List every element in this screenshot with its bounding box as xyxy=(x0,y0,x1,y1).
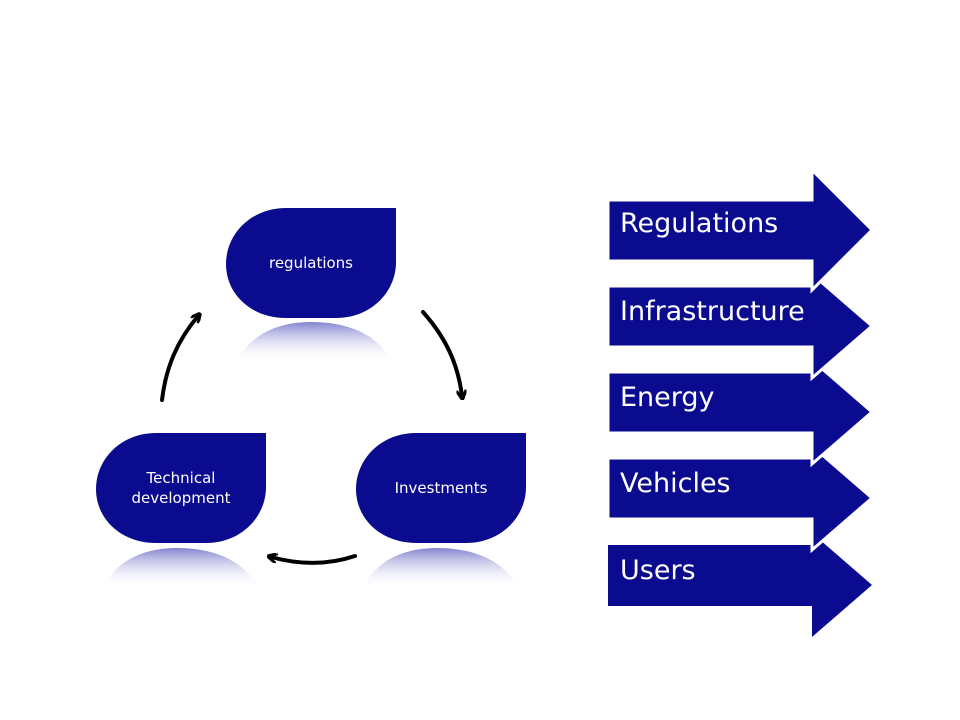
stack-arrow-regulations xyxy=(606,166,875,294)
cycle-arrow-technical-to-regulations xyxy=(160,316,198,402)
cycle-arrow-regulations-to-investments xyxy=(421,310,462,396)
cycle-arrow-investments-to-technical xyxy=(271,556,357,565)
stack-label-infrastructure: Infrastructure xyxy=(620,296,805,327)
cycle-label-regulations: regulations xyxy=(268,254,353,272)
cycle-node-investments xyxy=(356,433,526,588)
cycle-label-technical-development: Technical development xyxy=(131,469,231,507)
cycle-label-investments: Investments xyxy=(394,479,488,497)
cycle-node-regulations xyxy=(226,208,396,362)
stack-arrow-users xyxy=(608,533,872,637)
stack-label-regulations: Regulations xyxy=(620,208,779,239)
cycle-node-technical-development xyxy=(96,433,266,588)
stack-label-energy: Energy xyxy=(620,382,715,413)
stack-label-users: Users xyxy=(620,555,696,586)
stack-label-vehicles: Vehicles xyxy=(620,468,731,499)
